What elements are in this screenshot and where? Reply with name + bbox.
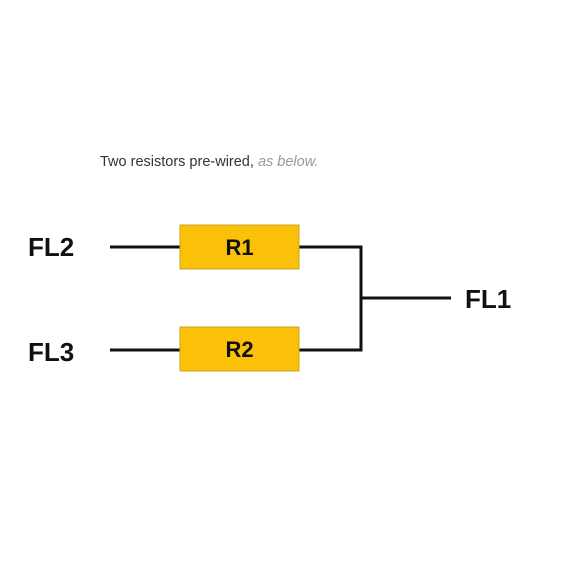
resistor-r2-body (179, 326, 300, 372)
resistor-r1: R1 (179, 224, 300, 270)
terminal-fl1: FL1 (465, 284, 511, 314)
resistor-r2: R2 (179, 326, 300, 372)
terminal-fl2: FL2 (28, 232, 74, 262)
terminal-fl3: FL3 (28, 337, 74, 367)
caption-emphasis: as below. (257, 154, 319, 170)
resistor-r1-body (179, 224, 300, 270)
resistor-r2-label: R2 (225, 337, 253, 362)
resistor-r1-label: R1 (225, 235, 253, 260)
caption-text: Two resistors pre-wired, (100, 154, 254, 170)
caption: Two resistors pre-wired, as below. (100, 154, 318, 170)
